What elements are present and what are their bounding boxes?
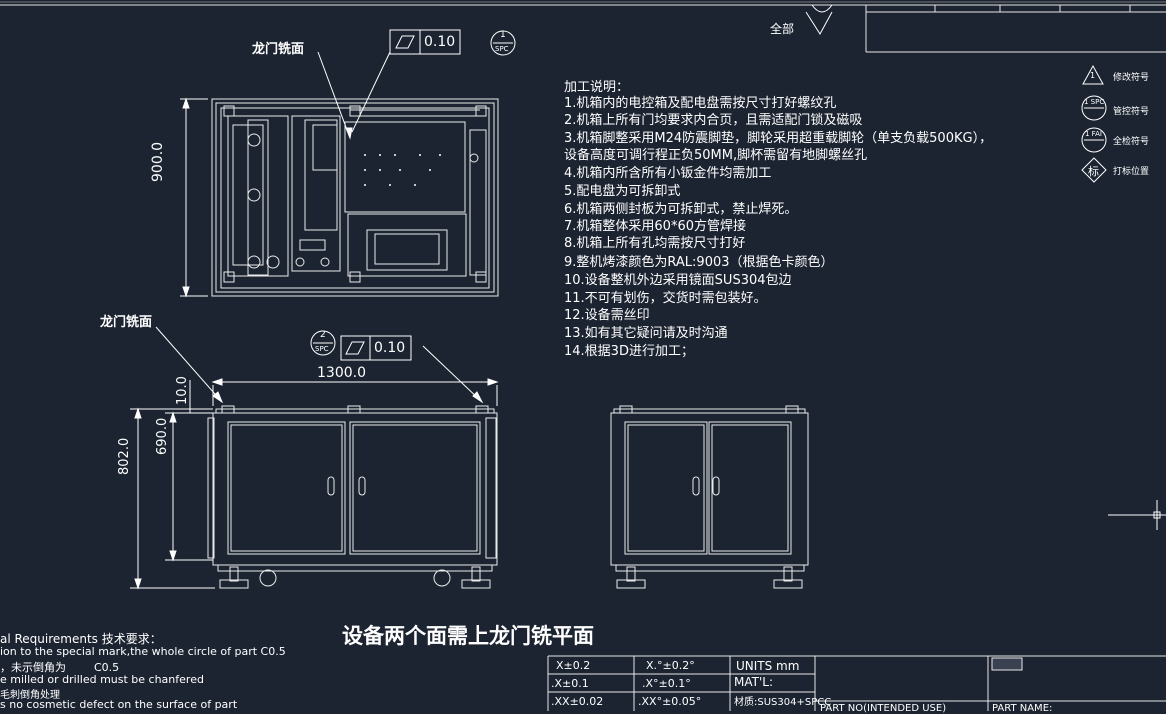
note-line: 8.机箱上所有孔均需按尺寸打好	[564, 236, 746, 251]
top-view	[211, 98, 499, 297]
legend-mark-label: 打标位置	[1113, 167, 1150, 177]
note-line: 3.机箱脚整采用M24防震脚垫，脚轮采用超重载脚轮（单支负载500KG），	[564, 131, 993, 146]
legend-spc-label: 管控符号	[1113, 107, 1150, 117]
drawing-frame	[0, 1, 1166, 53]
ang-xx: .X°±0.1°	[642, 677, 691, 690]
dim-900-lines	[180, 97, 208, 298]
spc-number-1: 1	[500, 30, 506, 40]
surface-finish-symbol	[805, 4, 833, 35]
note-line: 9.整机烤漆颜色为RAL:9003（根据色卡颜色）	[564, 255, 834, 270]
dim-690: 690.0	[155, 417, 170, 455]
dim-802: 802.0	[117, 437, 132, 475]
front-view	[207, 405, 498, 589]
note-line: 4.机箱内所含所有小钣金件均需加工	[564, 166, 772, 181]
req-line: al Requirements 技术要求：	[0, 632, 162, 646]
req-line: s no cosmetic defect on the surface of p…	[0, 698, 238, 711]
req-line: ，未示倒角为 C0.5	[0, 661, 120, 674]
note-line: 设备高度可调行程正负50MM,脚杯需留有地脚螺丝孔	[564, 148, 868, 163]
note-line: 11.不可有划伤，交货时需包装好。	[564, 291, 767, 306]
spc-unit-2: SPC	[315, 345, 329, 353]
units-label: UNITS mm	[736, 659, 800, 673]
note-line: 6.机箱两侧封板为可拆卸式，禁止焊死。	[564, 202, 798, 217]
note-line: 10.设备整机外边采用镜面SUS304包边	[564, 273, 792, 288]
material-label: MAT'L:	[734, 675, 773, 689]
crosshair-cursor-icon	[1108, 500, 1166, 530]
note-line: 12.设备需丝印	[564, 308, 650, 323]
dim-900: 900.0	[150, 141, 166, 182]
flatness-value-1: 0.10	[424, 34, 456, 50]
notes-title: 加工说明：	[564, 80, 630, 95]
ang-x: X.°±0.2°	[646, 659, 695, 672]
legend-spc-symbol: 1 SPC	[1084, 98, 1105, 106]
ang-xxx: .XX°±0.05°	[638, 695, 702, 708]
spc-symbol-1	[490, 30, 516, 56]
dim-front-lines	[130, 326, 499, 590]
flatness-value-2: 0.10	[374, 340, 406, 356]
legend-fai-symbol: 1 FAI	[1085, 130, 1102, 138]
note-line: 1.机箱内的电控箱及配电盘需按尺寸打好螺纹孔	[564, 96, 837, 111]
material-value: 材质:SUS304+SPCC	[734, 697, 832, 708]
legend-modify-label: 修改符号	[1113, 73, 1150, 83]
tol-xx: .X±0.1	[551, 677, 589, 690]
mill-label-left: 龙门铣面	[100, 315, 153, 330]
side-view	[610, 405, 809, 589]
tol-xxx: .XX±0.02	[551, 695, 604, 708]
title-block-grid	[547, 655, 1166, 711]
dim-1300: 1300.0	[317, 365, 366, 381]
note-line: 7.机箱整体采用60*60方管焊接	[564, 219, 746, 234]
flatness-frame-1	[389, 29, 461, 55]
spc-symbol-2	[310, 330, 336, 356]
flatness-frame-2	[340, 335, 412, 361]
bottom-caption: 设备两个面需上龙门铣平面	[342, 624, 594, 648]
part-name-label: PART NAME:	[992, 703, 1053, 714]
note-line: 2.机箱上所有门均要求内合页，且需适配门锁及磁吸	[564, 113, 863, 128]
legend-modify-number: 1	[1090, 71, 1096, 80]
req-line: e milled or drilled must be chanfered	[0, 673, 204, 686]
note-line: 14.根据3D进行加工；	[564, 344, 694, 359]
quanbu-label: 全部	[770, 22, 795, 36]
mill-label-top: 龙门铣面	[252, 42, 305, 57]
top-view-dots	[364, 154, 441, 186]
legend-mark-symbol: 标	[1088, 165, 1099, 178]
part-no-label: PART NO(INTENDED USE)	[820, 703, 947, 714]
tol-x: X±0.2	[556, 659, 591, 672]
note-line: 13.如有其它疑问请及时沟通	[564, 326, 728, 341]
req-line: 毛刺倒角处理	[0, 690, 60, 701]
req-line: ion to the special mark,the whole circle…	[0, 645, 286, 658]
legend-symbols	[1081, 64, 1107, 183]
legend-fai-label: 全检符号	[1113, 137, 1150, 147]
dim-10: 10.0	[175, 376, 190, 405]
spc-unit-1: SPC	[495, 45, 509, 53]
note-line: 5.配电盘为可拆卸式	[564, 184, 681, 199]
leader-lines-top	[317, 51, 391, 140]
spc-number-2: 2	[320, 330, 326, 340]
